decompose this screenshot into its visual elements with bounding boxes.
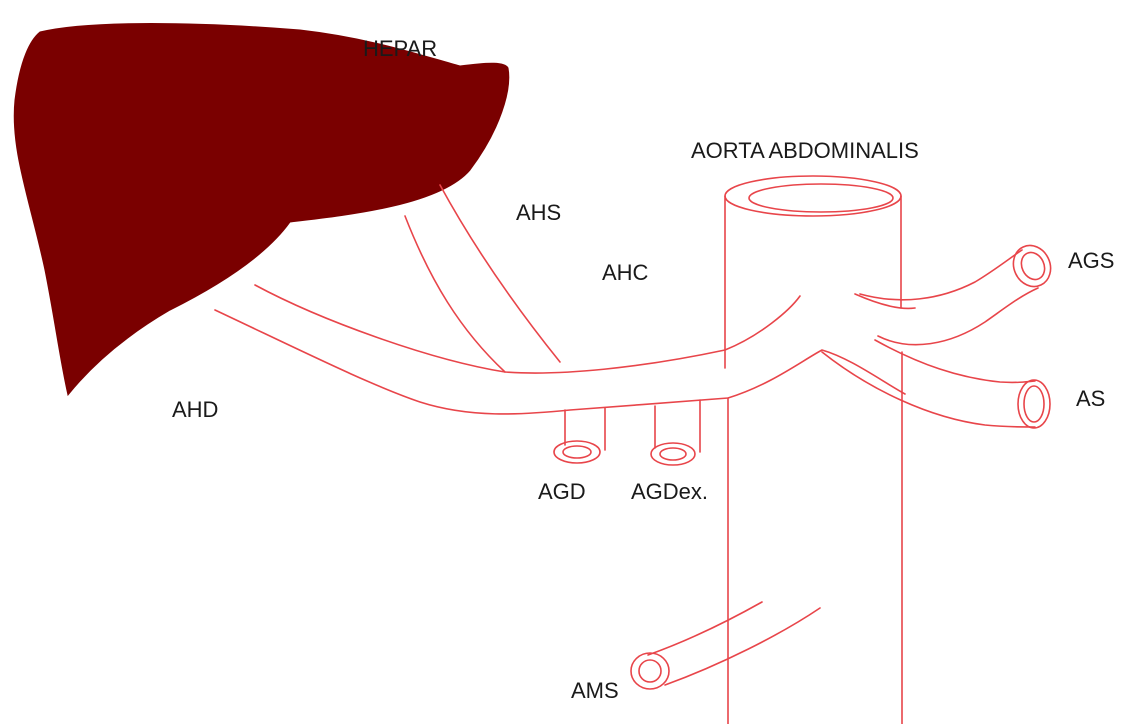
as-inner-opening xyxy=(1024,386,1044,422)
ahc-connector xyxy=(855,294,915,308)
ams-inner-opening xyxy=(639,660,661,682)
as-outer-opening xyxy=(1018,380,1050,428)
ags-inner-opening xyxy=(1017,249,1049,284)
as-vessel xyxy=(822,340,1050,428)
label-ams: AMS xyxy=(571,678,619,703)
ags-upper-edge xyxy=(860,250,1022,300)
ams-outer-opening xyxy=(631,653,669,689)
as-upper-edge xyxy=(875,340,1035,382)
ags-vessel xyxy=(860,239,1057,344)
aorta-right-wall xyxy=(901,196,902,724)
agd-vessel xyxy=(554,408,605,463)
ams-lower-edge xyxy=(665,608,820,685)
label-agdex: AGDex. xyxy=(631,479,708,504)
aorta-top-outer-rim xyxy=(725,176,901,216)
agdex-outer-opening xyxy=(651,443,695,465)
aorta-top-inner-rim xyxy=(749,184,893,212)
label-ahs: AHS xyxy=(516,200,561,225)
label-hepar: HEPAR xyxy=(363,36,437,61)
aorta-abdominalis xyxy=(725,176,902,724)
ags-outer-opening xyxy=(1007,239,1057,292)
label-ahc: AHC xyxy=(602,260,649,285)
ams-vessel xyxy=(631,602,820,689)
label-as: AS xyxy=(1076,386,1105,411)
agd-outer-opening xyxy=(554,441,600,463)
agd-inner-opening xyxy=(563,446,591,458)
label-ahd: AHD xyxy=(172,397,218,422)
label-ags: AGS xyxy=(1068,248,1114,273)
agdex-inner-opening xyxy=(660,448,686,460)
arteria-hepatica-upper-edge xyxy=(255,285,800,373)
label-aorta-abdominalis: AORTA ABDOMINALIS xyxy=(691,138,919,163)
ams-upper-edge xyxy=(648,602,762,655)
hepatic-artery-tree xyxy=(215,185,915,414)
liver-shape xyxy=(14,24,509,396)
agdex-vessel xyxy=(651,400,700,465)
ags-lower-edge xyxy=(878,288,1038,345)
label-agd: AGD xyxy=(538,479,586,504)
aorta-left-wall xyxy=(725,196,728,724)
agd-walls xyxy=(565,408,605,450)
